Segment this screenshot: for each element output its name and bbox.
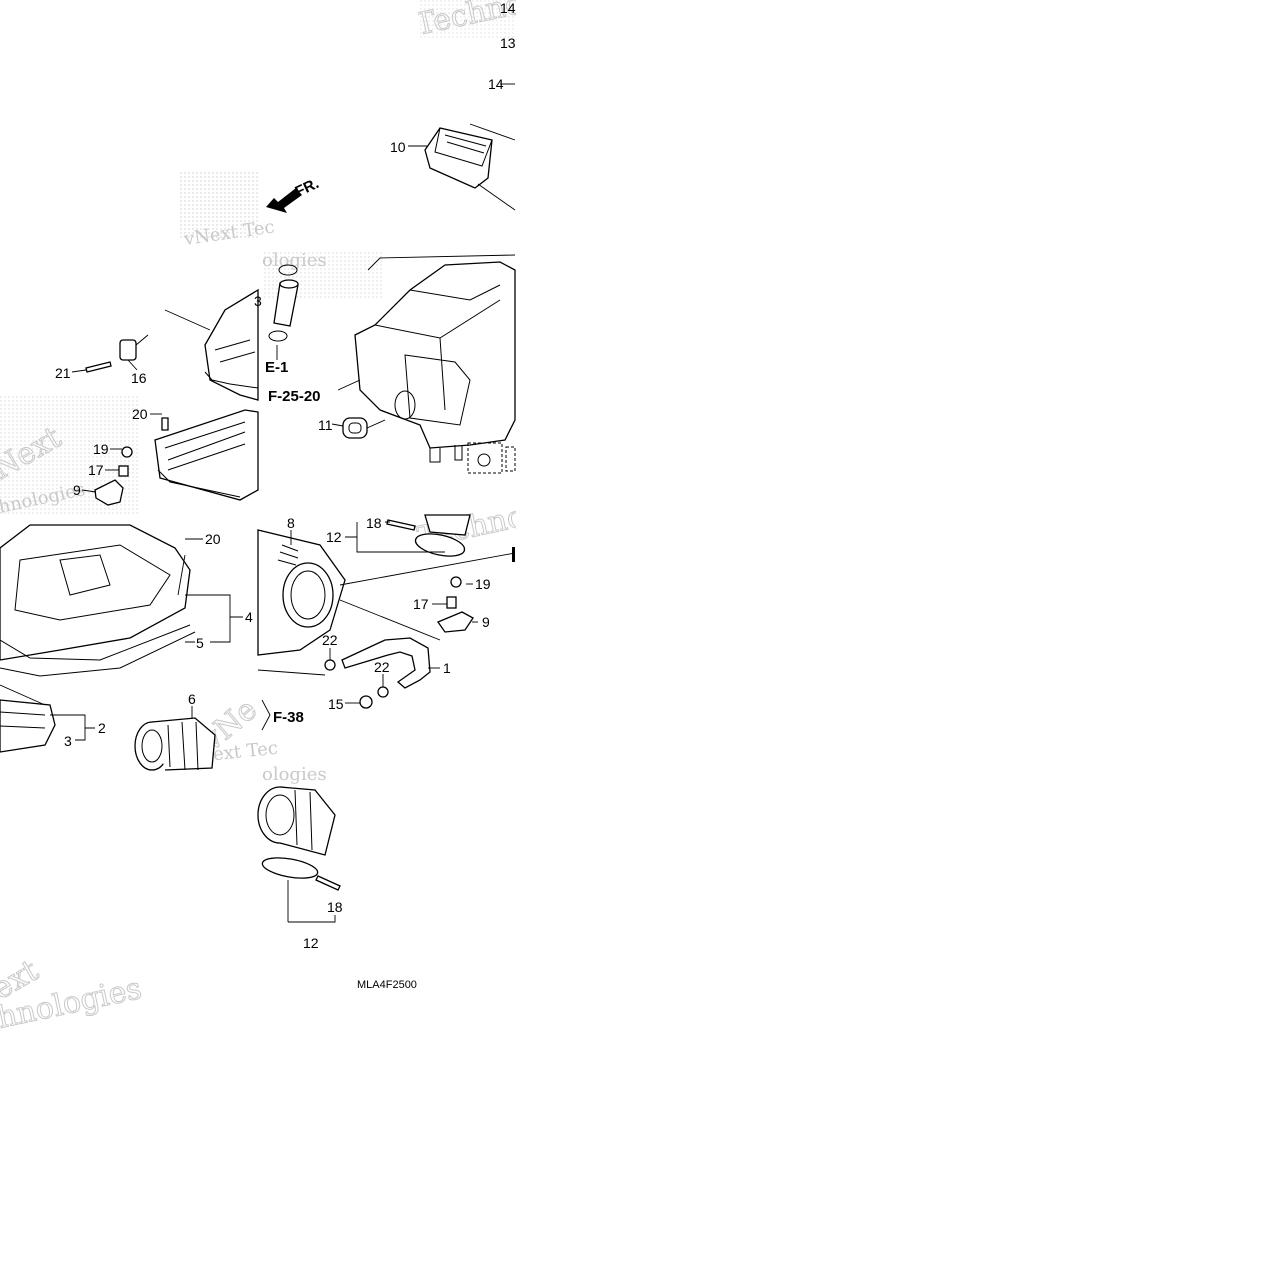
part-10-filter <box>424 123 516 211</box>
callout-18-lower: 18 <box>327 899 343 915</box>
callout-22-right: 22 <box>374 659 390 675</box>
callout-14: 14 <box>488 76 504 92</box>
part-19-17-9-left <box>94 446 133 506</box>
mask-top-left <box>0 0 180 160</box>
part-16-21 <box>85 334 149 373</box>
mask-top <box>258 0 418 170</box>
callout-16: 16 <box>131 370 147 386</box>
callout-9-right: 9 <box>482 614 490 630</box>
callout-20-lower: 20 <box>205 531 221 547</box>
callout-3: 3 <box>64 733 72 749</box>
callout-20-upper: 20 <box>132 406 148 422</box>
callout-12-lower: 12 <box>303 935 319 951</box>
callout-3-top: 3 <box>254 293 262 309</box>
mask-right <box>516 0 1285 1285</box>
part-19-17-9-right <box>437 576 474 633</box>
part-6-funnel <box>134 717 216 771</box>
reference-e1: E-1 <box>265 359 288 376</box>
leader-lines <box>50 83 515 923</box>
callout-14-top: 14 <box>500 0 516 16</box>
callout-12-upper: 12 <box>326 529 342 545</box>
element-frame-middle <box>154 409 259 501</box>
watermark-9: ologies <box>262 764 327 785</box>
callout-10: 10 <box>390 139 406 155</box>
part-1-hose <box>324 637 431 709</box>
callout-13: 13 <box>500 35 516 51</box>
air-cleaner-cover-upper <box>164 288 259 401</box>
f38-bracket <box>261 699 271 731</box>
callout-8: 8 <box>287 515 295 531</box>
reference-f-38: F-38 <box>273 709 304 726</box>
front-label: FR. <box>293 175 322 201</box>
callout-6: 6 <box>188 691 196 707</box>
reference-f-25-20: F-25-20 <box>268 388 321 405</box>
callout-5: 5 <box>196 635 204 651</box>
callout-4: 4 <box>245 609 253 625</box>
callout-19-right: 19 <box>475 576 491 592</box>
callout-22-left: 22 <box>322 632 338 648</box>
part-8-duct <box>257 529 516 676</box>
diagram-code: MLA4F2500 <box>357 979 417 991</box>
callout-15: 15 <box>328 696 344 712</box>
callout-21: 21 <box>55 365 71 381</box>
air-cleaner-case <box>337 254 516 474</box>
callout-9-left: 9 <box>73 482 81 498</box>
reference-labels: E-1 F-25-20 F-38 <box>265 359 321 726</box>
callout-11: 11 <box>318 417 333 433</box>
part-12-upper <box>386 514 515 562</box>
callout-19-left: 19 <box>93 441 109 457</box>
callout-1: 1 <box>443 660 451 676</box>
callout-17-right: 17 <box>413 596 429 612</box>
callout-2: 2 <box>98 720 106 736</box>
callouts: 14 13 14 10 3 21 16 20 19 17 9 11 20 4 5… <box>55 0 516 951</box>
part-lower-funnel <box>257 786 341 891</box>
part-11-grommet <box>342 417 386 439</box>
air-cleaner-cover-main <box>0 524 196 677</box>
front-arrow: FR. <box>266 175 322 213</box>
callout-18-upper: 18 <box>366 515 382 531</box>
watermark-3: ologies <box>262 250 327 271</box>
part-3-tube <box>268 264 299 360</box>
callout-17-left: 17 <box>88 462 104 478</box>
element-frame-lower <box>0 684 56 753</box>
